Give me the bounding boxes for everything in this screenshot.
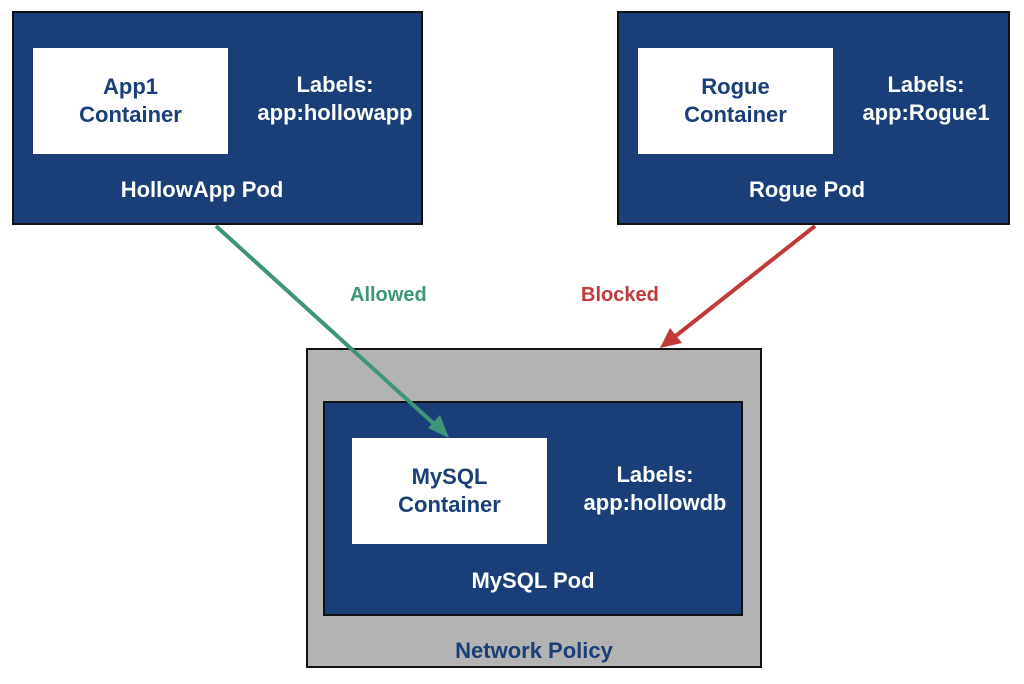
app1-container-line1: App1 xyxy=(103,74,158,99)
blocked-label: Blocked xyxy=(581,284,659,306)
mysql-pod: MySQL Container Labels: app:hollowdb MyS… xyxy=(323,401,743,616)
hollowapp-labels: Labels: app:hollowapp xyxy=(242,71,428,127)
mysql-labels-title: Labels: xyxy=(616,462,694,487)
mysql-container-line1: MySQL xyxy=(411,464,488,489)
rogue-labels-value: app:Rogue1 xyxy=(862,100,990,125)
rogue-labels: Labels: app:Rogue1 xyxy=(841,71,1011,127)
rogue-container: Rogue Container xyxy=(637,47,834,155)
allowed-label: Allowed xyxy=(350,284,427,306)
rogue-pod: Rogue Container Labels: app:Rogue1 Rogue… xyxy=(617,11,1010,225)
allowed-arrow xyxy=(214,224,449,438)
app1-container-line2: Container xyxy=(79,102,182,127)
rogue-labels-title: Labels: xyxy=(887,72,965,97)
hollowapp-labels-value: app:hollowapp xyxy=(257,100,413,125)
mysql-container-line2: Container xyxy=(398,492,501,517)
hollowapp-pod: App1 Container Labels: app:hollowapp Hol… xyxy=(12,11,423,225)
mysql-labels: Labels: app:hollowdb xyxy=(565,461,745,517)
mysql-pod-name: MySQL Pod xyxy=(471,568,595,593)
app1-container: App1 Container xyxy=(32,47,229,155)
mysql-labels-value: app:hollowdb xyxy=(583,490,727,515)
network-policy-label: Network Policy xyxy=(455,638,613,663)
rogue-container-line1: Rogue xyxy=(701,74,770,99)
mysql-container: MySQL Container xyxy=(351,437,548,545)
hollowapp-pod-name: HollowApp Pod xyxy=(120,177,284,202)
blocked-arrow xyxy=(660,224,817,348)
rogue-pod-name: Rogue Pod xyxy=(748,177,866,202)
rogue-container-line2: Container xyxy=(684,102,787,127)
hollowapp-labels-title: Labels: xyxy=(296,72,374,97)
